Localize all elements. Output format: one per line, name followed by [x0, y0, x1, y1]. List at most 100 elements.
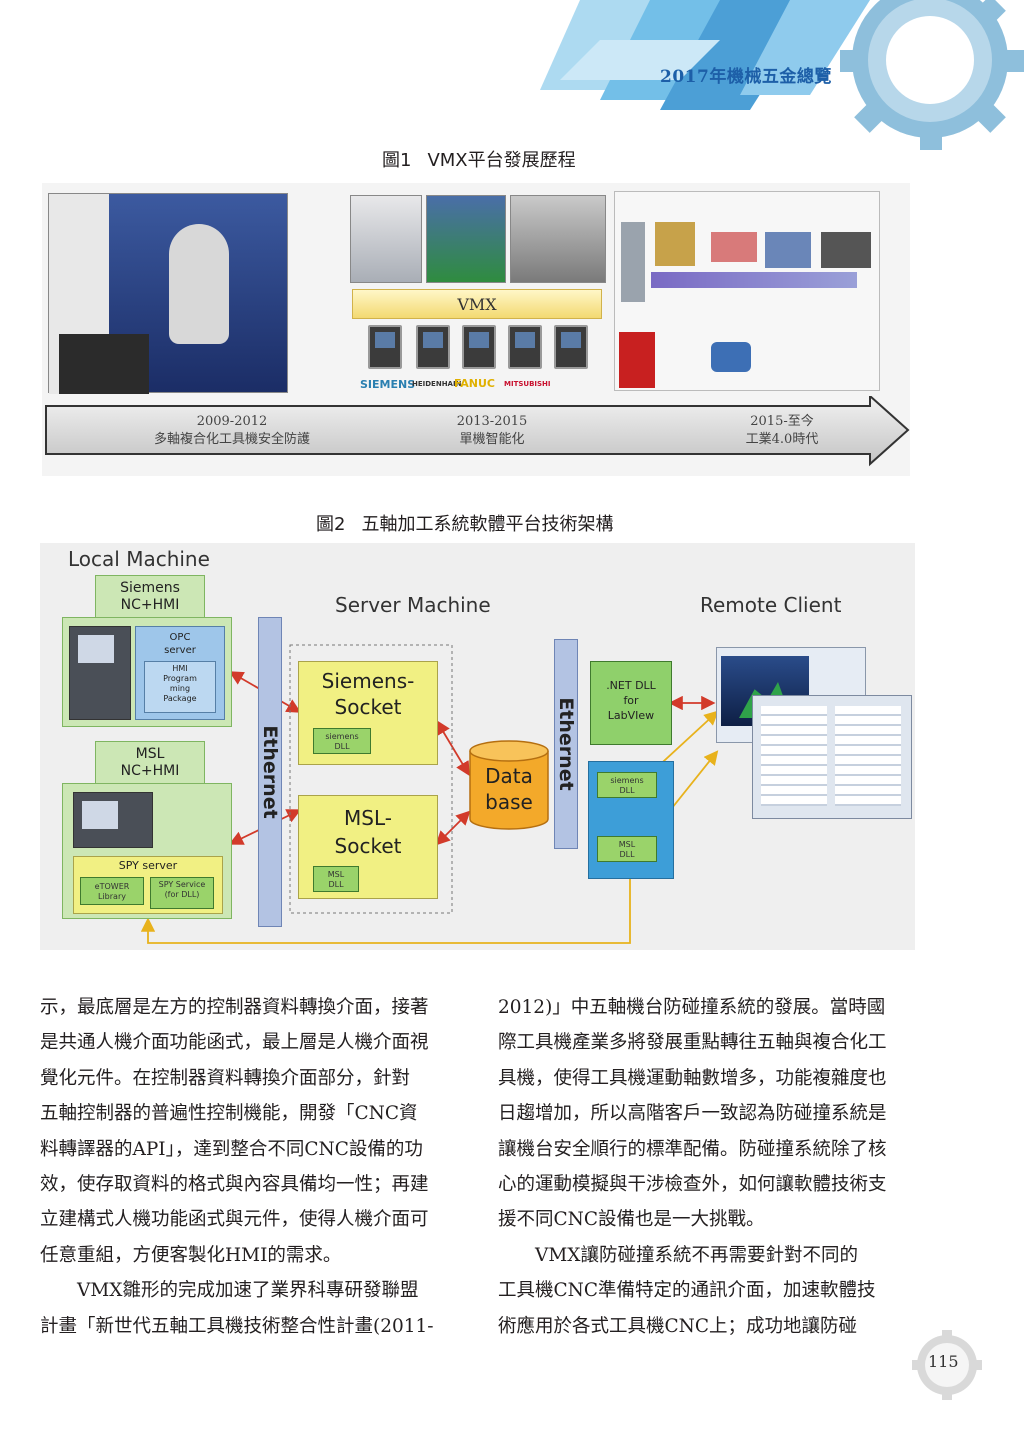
- spy-server-box: SPY server eTOWER Library SPY Service (f…: [73, 856, 223, 914]
- siemens-nc-hmi-label-box: Siemens NC+HMI: [95, 575, 205, 619]
- opc-label: OPC: [169, 632, 191, 643]
- msl-local-box: SPY server eTOWER Library SPY Service (f…: [62, 783, 232, 919]
- body-left-line-5: 料轉譯器的API」，達到整合不同CNC設備的功: [40, 1138, 423, 1160]
- timeline-era-1: 2009-2012 多軸複合化工具機安全防護: [102, 413, 362, 449]
- figure2-number: 圖2: [316, 514, 346, 535]
- ethernet-bar-right: Ethernet: [554, 639, 578, 849]
- figure1-simulation-screenshot: [48, 193, 288, 394]
- body-left-line-4: 五軸控制器的普遍性控制機能，開發「CNC資: [40, 1103, 418, 1125]
- page-gear-icon: [912, 1330, 982, 1400]
- brand-mitsubishi: MITSUBISHI: [504, 380, 551, 388]
- server-siemens-dll-box: siemens DLL: [313, 728, 371, 754]
- database-label: Data base: [468, 763, 550, 815]
- remote-client-screenshot-2: [752, 695, 912, 819]
- figure1-number: 圖1: [382, 150, 412, 171]
- server-machine-title: Server Machine: [335, 593, 491, 617]
- brand-fanuc: FANUC: [454, 377, 495, 390]
- controller-icon-heidenhain: [416, 325, 450, 369]
- hmi-pkg-line-3: ming: [169, 684, 191, 693]
- body-right-line-7: 援不同CNC設備也是一大挑戰。: [498, 1209, 765, 1231]
- remote-client-title: Remote Client: [700, 593, 842, 617]
- era-2-years: 2013-2015: [456, 414, 528, 429]
- siemens-socket-line-1: Siemens-: [321, 669, 415, 693]
- net-dll-line-2: for: [623, 694, 639, 707]
- net-dll-box: .NET DLL for LabVIew: [590, 661, 672, 745]
- spy-server-label: SPY server: [118, 859, 178, 872]
- net-dll-label: .NET DLL for LabVIew: [591, 678, 671, 723]
- server-label: server: [164, 645, 196, 656]
- client-dll-box: siemens DLL MSL DLL: [588, 761, 674, 879]
- body-left-line-6: 效，使存取資料的格式與內容具備均一性；再建: [40, 1174, 429, 1196]
- era-2-desc: 單機智能化: [459, 432, 525, 447]
- body-right-line-6: 心的運動模擬與干涉檢查外，如何讓軟體技術支: [498, 1174, 887, 1196]
- hmi-package-label: HMI Program ming Package: [145, 664, 215, 704]
- body-right-line-8: VMX讓防碰撞系統不再需要針對不同的: [498, 1244, 858, 1266]
- ethernet-right-label: Ethernet: [555, 697, 577, 791]
- body-right-line-9: 工具機CNC準備特定的通訊介面，加速軟體技: [498, 1280, 876, 1302]
- server-msl-dll-line-2: DLL: [328, 880, 344, 889]
- page-number: 115: [928, 1352, 959, 1371]
- hmi-pkg-line-2: Program: [163, 674, 197, 683]
- msl-nc-hmi-label: MSL NC+HMI: [96, 746, 204, 780]
- siemens-cnc-panel-image: [69, 626, 131, 720]
- opc-server-box: OPC server HMI Program ming Package: [135, 626, 225, 720]
- controller-icon-mitsubishi: [508, 325, 542, 369]
- siemens-local-box: OPC server HMI Program ming Package: [62, 617, 232, 727]
- msl-cnc-panel-image: [73, 792, 153, 848]
- figure1-image: VMX SIEMENS HEIDENHAIN FANUC MITSUBISHI …: [42, 183, 910, 476]
- body-column-left: 示，最底層是左方的控制器資料轉換介面，接著 是共通人機介面功能函式，最上層是人機…: [40, 990, 460, 1344]
- siemens-socket-line-2: Socket: [334, 695, 402, 719]
- hmi-package-box: HMI Program ming Package: [144, 661, 216, 713]
- client-msl-dll-box: MSL DLL: [597, 836, 657, 862]
- net-dll-line-3: LabVIew: [607, 709, 655, 722]
- figure1-machine-image-3: [510, 195, 606, 283]
- hmi-pkg-line-1: HMI: [172, 664, 188, 673]
- siemens-socket-box: Siemens- Socket siemens DLL: [298, 661, 438, 765]
- body-right-line-2: 際工具機產業多將發展重點轉往五軸與複合化工: [498, 1032, 887, 1054]
- database-cylinder-icon: [469, 740, 549, 830]
- ethernet-left-label: Ethernet: [259, 725, 281, 819]
- msl-socket-line-2: Socket: [334, 834, 402, 858]
- client-siemens-dll-line-2: DLL: [619, 786, 635, 795]
- local-machine-title: Local Machine: [68, 547, 210, 571]
- body-left-line-9: VMX雛形的完成加速了業界科專研發聯盟: [40, 1280, 419, 1302]
- figure1-machine-image-1: [350, 195, 422, 283]
- server-siemens-dll-line-1: siemens: [325, 732, 359, 741]
- body-left-line-7: 立建構式人機功能函式與元件，使得人機介面可: [40, 1209, 429, 1231]
- msl-label: MSL: [135, 746, 165, 762]
- body-left-line-3: 覺化元件。在控制器資料轉換介面部分，針對: [40, 1067, 411, 1089]
- msl-socket-line-1: MSL-: [344, 806, 392, 830]
- etower-library-box: eTOWER Library: [80, 877, 144, 905]
- body-left-line-2: 是共通人機介面功能函式，最上層是人機介面視: [40, 1032, 429, 1054]
- era-1-desc: 多軸複合化工具機安全防護: [153, 432, 310, 447]
- figure1-machine-image-2: [426, 195, 506, 283]
- siemens-label: Siemens: [120, 580, 180, 596]
- era-3-years: 2015-至今: [750, 414, 814, 429]
- figure1-caption: 圖1 VMX平台發展歷程: [382, 146, 576, 172]
- era-1-years: 2009-2012: [196, 414, 268, 429]
- ethernet-bar-left: Ethernet: [258, 617, 282, 927]
- msl-nc-hmi-label-box: MSL NC+HMI: [95, 741, 205, 785]
- nc-hmi-label: NC+HMI: [120, 597, 180, 613]
- msl-nc-hmi-text: NC+HMI: [120, 763, 180, 779]
- timeline-era-3: 2015-至今 工業4.0時代: [712, 413, 852, 449]
- figure2-diagram: Local Machine Server Machine Remote Clie…: [40, 543, 915, 950]
- database-line-1: Data: [485, 764, 533, 788]
- hmi-pkg-line-4: Package: [163, 694, 197, 703]
- figure1-industry40-collage: [614, 191, 880, 391]
- header-decoration: [540, 0, 1024, 150]
- database-line-2: base: [485, 790, 533, 814]
- body-right-line-1: 2012)」中五軸機台防碰撞系統的發展。當時國: [498, 997, 886, 1018]
- body-left-line-1: 示，最底層是左方的控制器資料轉換介面，接著: [40, 997, 429, 1018]
- timeline-arrow: [45, 396, 910, 467]
- spy-service-box: SPY Service (for DLL): [150, 877, 214, 909]
- msl-socket-label: MSL- Socket: [299, 804, 437, 860]
- client-siemens-dll-line-1: siemens: [610, 776, 644, 785]
- era-3-desc: 工業4.0時代: [745, 432, 819, 447]
- controller-icon-other: [554, 325, 588, 369]
- controller-icon-siemens: [368, 325, 402, 369]
- controller-icon-fanuc: [462, 325, 496, 369]
- server-siemens-dll-line-2: DLL: [334, 742, 350, 751]
- figure1-title: VMX平台發展歷程: [427, 150, 576, 171]
